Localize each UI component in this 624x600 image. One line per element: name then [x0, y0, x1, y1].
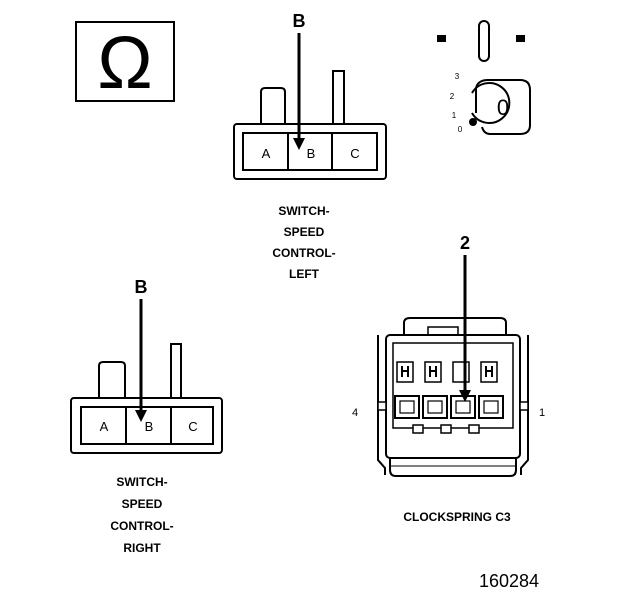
figure-id-label: 160284: [479, 571, 539, 591]
left-callout-label: B: [293, 11, 306, 31]
right-caption-line-2: SPEED: [122, 497, 163, 511]
left-caption-line-2: SPEED: [284, 225, 325, 239]
left-caption-line-4: LEFT: [289, 267, 320, 281]
right-pin-a-label: A: [100, 419, 109, 434]
ignition-pos-1: 1: [452, 111, 457, 120]
left-switch-caption: SWITCH- SPEED CONTROL- LEFT: [272, 204, 335, 281]
right-pin-c-label: C: [188, 419, 197, 434]
ignition-pos-2: 2: [450, 92, 455, 101]
clockspring-pin-1-label: 1: [539, 407, 545, 419]
ignition-key-icon: 3 2 1 0 0: [437, 20, 531, 135]
right-switch-connector: A B C B: [70, 277, 223, 454]
right-callout-label: B: [135, 277, 148, 297]
left-pin-c-label: C: [350, 146, 359, 161]
ignition-key-label: 0: [497, 95, 509, 120]
right-caption-line-3: CONTROL-: [110, 519, 173, 533]
left-pin-b-label: B: [307, 146, 316, 161]
right-pin-b-label: B: [145, 419, 154, 434]
ignition-pos-3: 3: [455, 72, 460, 81]
left-caption-line-1: SWITCH-: [278, 204, 329, 218]
clockspring-callout-label: 2: [460, 233, 470, 253]
left-pin-a-label: A: [262, 146, 271, 161]
right-caption-line-4: RIGHT: [123, 541, 161, 555]
clockspring-caption: CLOCKSPRING C3: [403, 510, 511, 524]
left-caption-line-3: CONTROL-: [272, 246, 335, 260]
ohm-icon: Ω: [97, 21, 152, 104]
right-caption-line-1: SWITCH-: [116, 475, 167, 489]
clockspring-connector: 4 1 2: [352, 233, 545, 477]
ignition-pos-0: 0: [458, 125, 463, 134]
right-switch-caption: SWITCH- SPEED CONTROL- RIGHT: [110, 475, 173, 555]
clockspring-pin-4-label: 4: [352, 407, 358, 419]
ohmmeter-symbol: Ω: [75, 21, 175, 104]
left-switch-connector: A B C B: [233, 11, 387, 180]
